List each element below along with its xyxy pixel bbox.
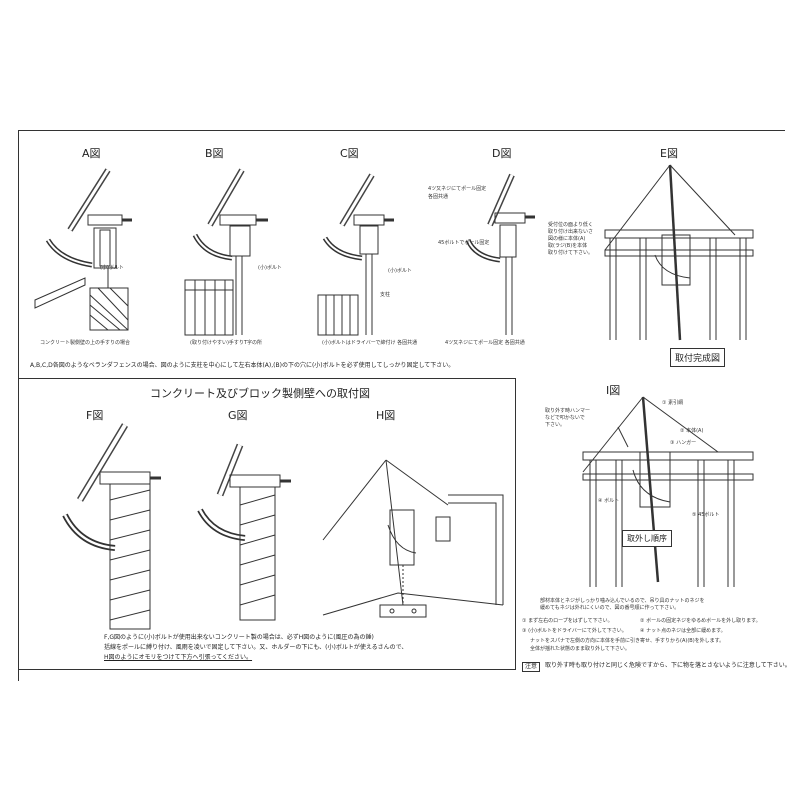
fig-i-stamp: 取外し順序 (622, 530, 672, 547)
fig-c-bolt-label: (小)ボルト (388, 268, 412, 274)
fig-f-label: F図 (86, 409, 104, 422)
fig-b-label: B図 (205, 147, 224, 160)
removal-step-3: ③ (小)ボルトをドライバーにて外して下さい。 (522, 628, 627, 634)
fig-g-label: G図 (228, 409, 248, 422)
fig-d-top-note-1: 4ツ又ネジにてポール固定 (428, 186, 487, 192)
fig-g-drawing (197, 443, 291, 621)
panel-title: コンクリート及びブロック製側壁への取付図 (150, 387, 370, 400)
fig-d-side-note: 45ボルトでポール固定 (438, 240, 490, 246)
fig-i-part-3: ③ ハンガー (670, 440, 697, 446)
fig-d-note-2: 取り付け出来ないさ (548, 229, 594, 235)
fig-d-caption: 4ツ又ネジにてポール固定 各固共通 (445, 340, 525, 346)
fig-b-caption: (取り付けやすい)手すりT字の所 (190, 340, 262, 346)
fig-i-part-1: ① 素引綱 (662, 400, 684, 406)
fig-d-top-note-2: 各固共通 (428, 194, 449, 200)
caution-text: 取り外す時も取り付けと同じく危険ですから、下に物を落とさないように注意して下さい… (545, 662, 791, 669)
fig-b-drawing (184, 168, 268, 336)
removal-step-5: ナットをスパナで左側の方向に本体を手前に引き寄せ、手すりから(A)(B)を外しま… (530, 638, 725, 644)
fig-i-note-2: などで叩かないで (545, 415, 585, 421)
middle-note: A,B,C,D各図のようなベランダフェンスの場合、図のように支柱を中心にして左右… (30, 362, 455, 369)
fig-e-drawing (604, 164, 754, 341)
right-note-2: 緩めてもネジは外れにくいので、図の番号順に作って下さい。 (540, 605, 680, 611)
fig-h-drawing (322, 459, 504, 618)
removal-step-4: ④ ナット点のネジは全部に緩めます。 (640, 628, 726, 634)
caution-heading: 注意 (522, 662, 541, 672)
panel-note-1: F,G図のように(小)ボルトが使用出来ないコンクリート製の場合は、必ずH図のよう… (104, 634, 374, 641)
fig-c-caption: (小)ボルトはドライバーで締付け 各固共通 (322, 340, 418, 346)
fig-d-label: D図 (492, 147, 512, 160)
panel-note-2: 括線をポールに縛り付け、風雨を凌いで固定して下さい。又、ホルダーの下にも、(小)… (104, 644, 408, 651)
fig-i-part-4: ④ ボルト (598, 498, 620, 504)
fig-i-label: I図 (606, 384, 621, 397)
fig-a-bolt-label: (小)ボルト (100, 265, 124, 271)
right-note-1: 部材本体とネジがしっかり噛み込んでいるので、吊り具のナットのネジを (540, 598, 705, 604)
fig-e-label: E図 (660, 147, 678, 160)
fig-d-note-3: 図の様に本体(A) (548, 236, 586, 242)
fig-d-note-5: 取り付けて下さい。 (548, 250, 594, 256)
fig-i-part-2: ② 本体(A) (680, 428, 704, 434)
fig-i-note-3: 下さい。 (545, 422, 566, 428)
fig-a-drawing (34, 168, 132, 331)
fig-b-bolt-label: (小)ボルト (258, 265, 282, 271)
removal-step-1: ① まず左右のロープをはずして下さい。 (522, 618, 613, 624)
removal-step-2: ② ボールの固定ネジをゆるめボールを外し取ります。 (640, 618, 761, 624)
fig-c-drawing (317, 173, 394, 336)
fig-a-label: A図 (82, 147, 101, 160)
fig-f-drawing (62, 423, 161, 630)
fig-d-note-1: 受付位の面より低く (548, 222, 593, 228)
fig-i-part-5: ⑤ 45ボルト (692, 512, 720, 518)
fig-c-label: C図 (340, 147, 359, 160)
removal-step-6: 全体が揺れた状態のまま取り外して下さい。 (530, 646, 630, 652)
fig-d-note-4: 取(ラジ(B)を本体 (548, 243, 588, 249)
fig-i-drawing (582, 396, 754, 587)
fig-i-note-1: 取り外す時ハンマー (545, 408, 591, 414)
concrete-wall-panel (18, 378, 516, 670)
fig-h-label: H図 (376, 409, 396, 422)
panel-note-3: H図のようにオモリをつけて下方へ引張ってください。 (104, 654, 253, 661)
fig-c-post-label: 支柱 (380, 292, 391, 298)
fig-d-drawing (465, 173, 535, 335)
fig-a-caption: コンクリート製側壁の上の手すりの場合 (40, 340, 131, 346)
fig-e-stamp: 取付完成図 (670, 348, 726, 367)
